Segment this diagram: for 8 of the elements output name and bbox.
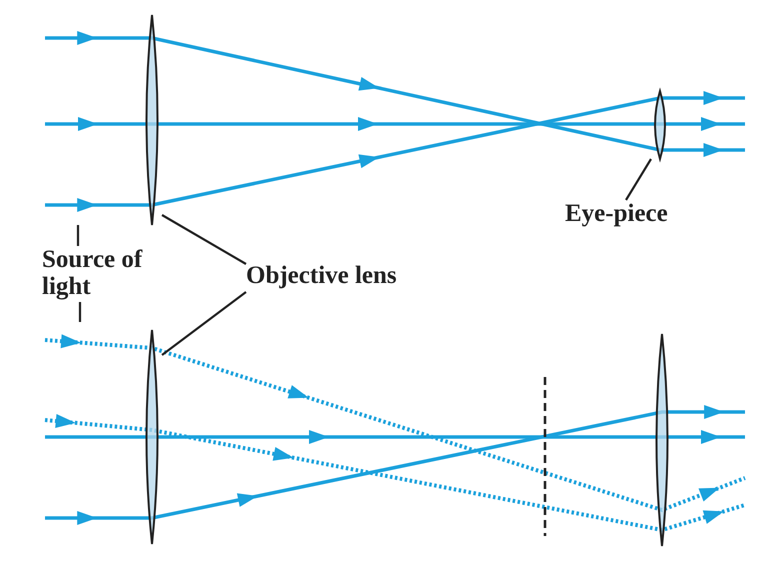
leader-line (161, 291, 247, 356)
callout-label: Eye-piece (565, 200, 695, 230)
leader-line (78, 302, 82, 322)
leader-line (625, 158, 652, 201)
leader-line (161, 214, 247, 265)
callout-label: Source of light (42, 246, 172, 302)
callout-label: Objective lens (246, 262, 436, 292)
leader-line (76, 225, 80, 246)
